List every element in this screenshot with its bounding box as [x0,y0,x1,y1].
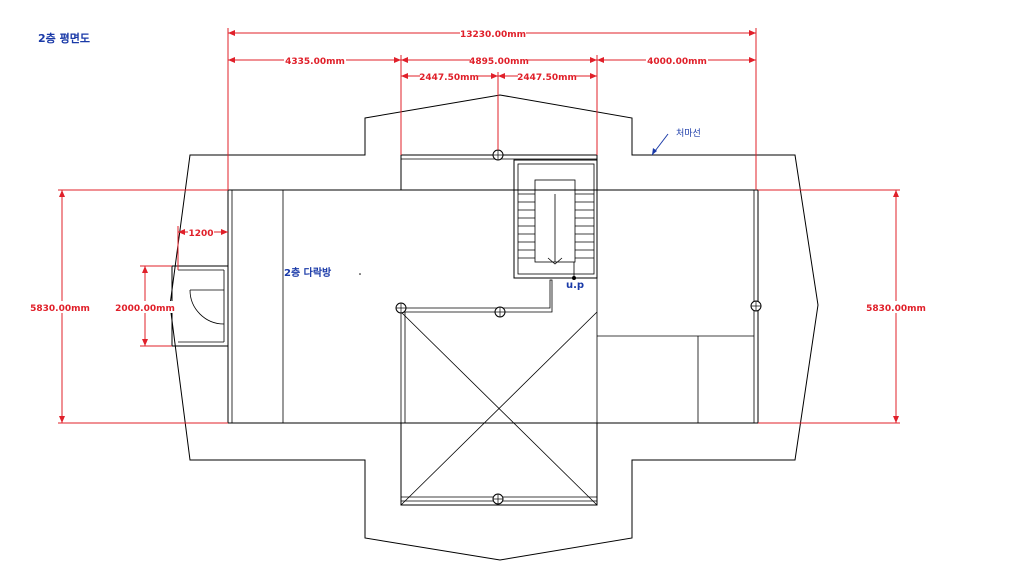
up-marker-dot [572,276,576,280]
stair-well [513,159,598,279]
dim-middle-half-left: 2447.50mm [419,73,479,83]
stair-treads [518,193,594,259]
dim-middle-span: 4895.00mm [469,57,529,67]
dim-middle-half-right: 2447.50mm [517,73,577,83]
void-diagonal-2 [400,311,598,506]
dim-height-right: 5830.00mm [866,304,926,314]
eave-outline [169,94,819,561]
dim-height-left: 5830.00mm [30,304,90,314]
eave-leader-arrow [652,148,657,155]
stair-up-label: u.p [566,280,584,291]
dim-right-span: 4000.00mm [647,57,707,67]
door-box [171,265,229,347]
railing [401,279,553,313]
dim-door-height: 2000.00mm [115,304,175,314]
stair-arrow [547,257,563,265]
building-outline [227,189,759,424]
stair-inner [517,163,595,275]
dim-door-offset: 1200 [188,229,213,239]
room-dot [359,273,361,275]
dimension-lines [58,28,900,424]
dim-total-width: 13230.00mm [460,30,526,40]
room-label: 2층 다락방 [284,266,332,279]
plan-title: 2층 평면도 [38,31,90,45]
door-swing [189,289,225,325]
dim-left-span: 4335.00mm [285,57,345,67]
dimension-labels: 13230.00mm 4335.00mm 4895.00mm 4000.00mm… [28,27,929,314]
column-crosses [396,150,761,504]
lower-bump [400,422,598,506]
eave-label: 처마선 [676,127,701,139]
